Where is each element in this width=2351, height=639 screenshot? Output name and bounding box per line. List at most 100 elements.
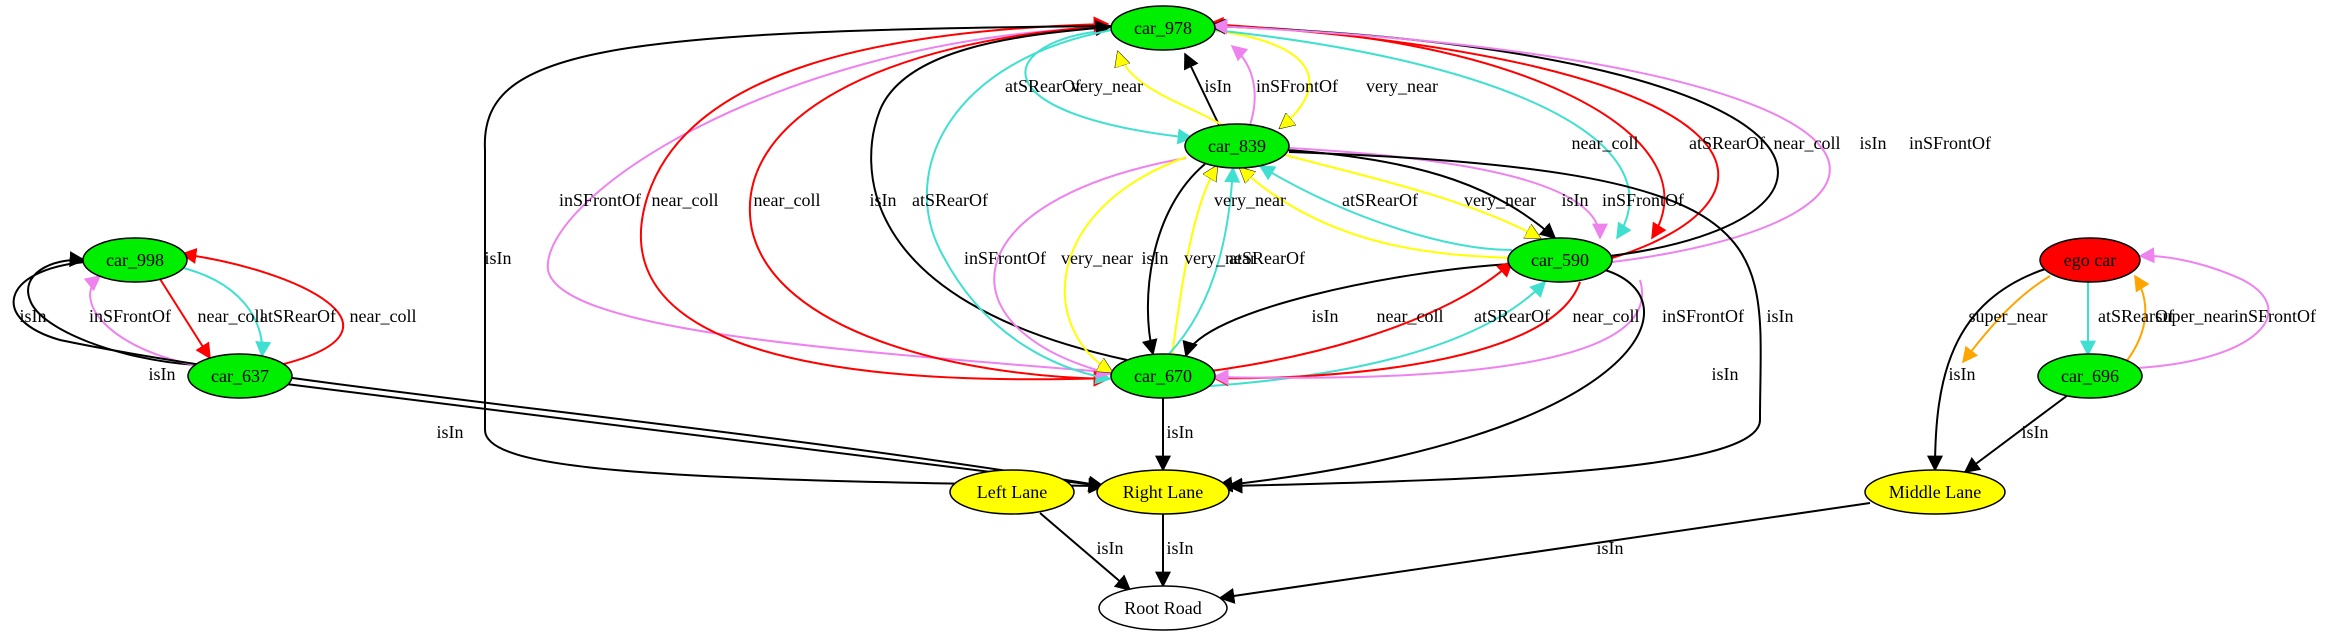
node-label: car_670: [1134, 366, 1192, 386]
node-car-590: car_590: [1507, 237, 1613, 283]
edge-label: inSFrontOf: [89, 306, 171, 326]
edge-label: atSRearOf: [1342, 190, 1418, 210]
node-car-998: car_998: [82, 237, 188, 283]
edge-very-near: [1207, 29, 1311, 128]
edge-label: near_coll: [198, 306, 265, 326]
node-label: car_978: [1134, 18, 1192, 38]
edge-label: isIn: [1949, 364, 1976, 384]
edge-very-near: [1118, 52, 1223, 126]
edge-isIn: [1184, 52, 1221, 128]
edge-very-near: [1063, 156, 1187, 372]
edge-inSFrontOf: [2137, 247, 2270, 369]
edge-label: atSRearOf: [912, 190, 988, 210]
edge-inSFrontOf: [1212, 279, 1644, 386]
edge-very-near: [1284, 154, 1540, 238]
node-ellipse: [949, 469, 1075, 515]
edge-isIn: [1218, 502, 1871, 604]
edge-isIn: [1216, 269, 1646, 493]
node-left-lane: Left Lane: [949, 469, 1075, 515]
node-ellipse: [1864, 469, 2006, 515]
edge-label: atSRearOf: [1474, 306, 1550, 326]
edge-label: near_coll: [754, 190, 821, 210]
edge-atSRearOf: [1213, 29, 1632, 240]
node-ellipse: [1096, 469, 1230, 515]
edge-label: inSFrontOf: [1602, 190, 1684, 210]
nodes-layer: car_978 car_839 car_998 car_637 car_590 car_6…: [82, 5, 2143, 631]
edge-isIn: [1182, 263, 1513, 358]
node-ellipse: [2039, 237, 2141, 283]
edge-label: isIn: [1597, 538, 1624, 558]
edge-label: isIn: [149, 364, 176, 384]
edge-label: near_coll: [652, 190, 719, 210]
edge-inSFrontOf: [1211, 18, 1831, 263]
edge-label: inSFrontOf: [1256, 76, 1338, 96]
node-ego-car: ego car: [2039, 237, 2141, 283]
edge-label: atSRearOf: [1689, 133, 1765, 153]
edge-near-coll: [180, 248, 344, 366]
edge-label: very_near: [1366, 76, 1438, 96]
node-label: Root Road: [1124, 598, 1202, 618]
edge-label: near_coll: [1377, 306, 1444, 326]
node-car-637: car_637: [187, 353, 293, 399]
edge-label: isIn: [1097, 538, 1124, 558]
edge-super-near: [2125, 274, 2150, 363]
edge-isIn: [870, 20, 1128, 361]
edge-label: inSFrontOf: [1909, 133, 1991, 153]
edge-label: inSFrontOf: [964, 248, 1046, 268]
node-ellipse: [82, 237, 188, 283]
edge-label: isIn: [20, 306, 47, 326]
edge-label: isIn: [1860, 133, 1887, 153]
node-car-670: car_670: [1110, 353, 1216, 399]
edge-label: super_near: [1969, 306, 2048, 326]
edge-label: inSFrontOf: [559, 190, 641, 210]
edge-near-coll: [1207, 16, 1720, 259]
edge-label: isIn: [1205, 76, 1232, 96]
node-label: Left Lane: [977, 482, 1047, 502]
edge-label: near_coll: [1774, 133, 1841, 153]
edge-very-near: [1171, 166, 1217, 356]
edge-label: isIn: [870, 190, 897, 210]
node-ellipse: [1110, 5, 1216, 51]
node-label: ego car: [2064, 250, 2116, 270]
edge-near-coll: [640, 16, 1110, 381]
edge-label: inSFrontOf: [1662, 306, 1744, 326]
edge-isIn: [1039, 512, 1132, 592]
edge-label: atSRearOf: [1229, 248, 1305, 268]
edge-label: inSFrontOf: [2234, 306, 2316, 326]
edge-isIn: [1963, 394, 2069, 473]
edge-label: very_near: [1061, 248, 1133, 268]
edge-near-coll: [159, 278, 211, 360]
edge-label: isIn: [485, 248, 512, 268]
edge-label: super_near: [2156, 306, 2235, 326]
edge-near-coll: [749, 25, 1111, 387]
node-ellipse: [1098, 585, 1228, 631]
node-label: car_839: [1208, 136, 1266, 156]
edges-layer: [12, 16, 2270, 604]
node-label: car_696: [2061, 366, 2119, 386]
edge-inSFrontOf: [83, 274, 201, 367]
node-label: Right Lane: [1123, 482, 1203, 502]
node-ellipse: [1110, 353, 1216, 399]
edge-atSRearOf: [1167, 166, 1241, 356]
edge-label: very_near: [1184, 248, 1256, 268]
node-root-road: Root Road: [1098, 585, 1228, 631]
node-label: car_637: [211, 366, 269, 386]
edge-isIn: [483, 25, 1119, 494]
edge-inSFrontOf: [1230, 44, 1256, 126]
edge-very-near: [1240, 168, 1513, 259]
node-car-839: car_839: [1184, 123, 1290, 169]
edge-label: isIn: [1167, 422, 1194, 442]
node-ellipse: [1184, 123, 1290, 169]
edge-near-coll: [1212, 281, 1581, 387]
edge-label: atSRearOf: [1005, 76, 1081, 96]
edge-label: isIn: [1767, 306, 1794, 326]
edge-label: isIn: [1312, 306, 1339, 326]
edge-super-near: [1962, 275, 2051, 364]
node-ellipse: [1507, 237, 1613, 283]
edge-label: isIn: [1562, 190, 1589, 210]
edge-inSFrontOf: [993, 157, 1187, 379]
edge-label: isIn: [1167, 538, 1194, 558]
edge-label: isIn: [1142, 248, 1169, 268]
node-label: car_998: [106, 250, 164, 270]
